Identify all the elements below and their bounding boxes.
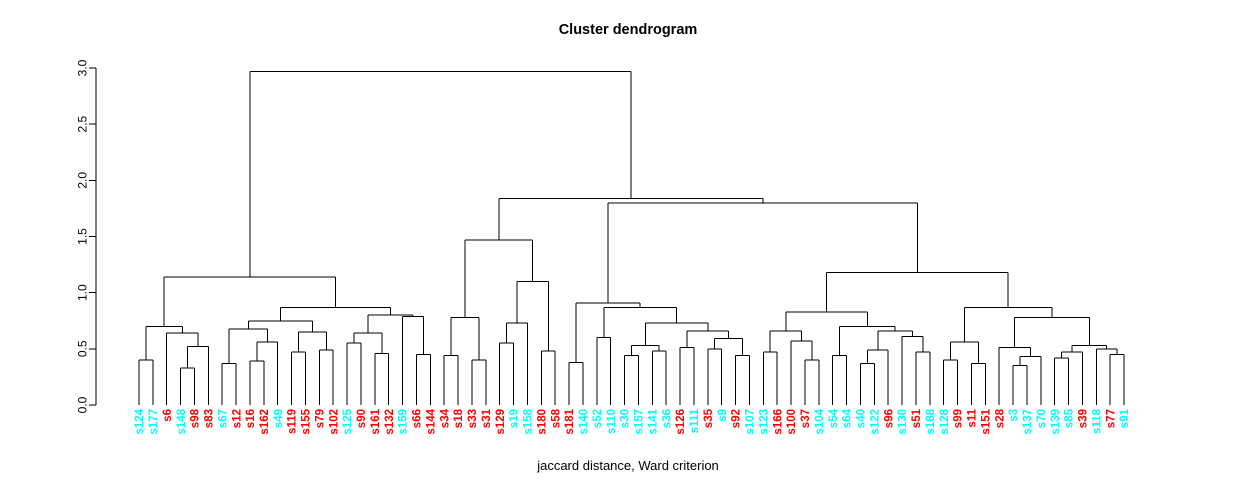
leaf-label: s177	[148, 409, 160, 435]
leaf-label: s122	[869, 409, 881, 435]
leaf-label: s104	[814, 408, 826, 434]
leaf-label: s3	[1008, 409, 1020, 422]
y-tick-label: 2.5	[75, 116, 89, 133]
leaf-label: s128	[939, 408, 951, 434]
leaf-label: s90	[356, 409, 368, 428]
leaf-label: s151	[980, 408, 992, 434]
leaf-label: s52	[592, 409, 604, 428]
chart-caption: jaccard distance, Ward criterion	[537, 458, 719, 473]
y-tick-label: 0.5	[75, 340, 89, 357]
leaf-label: s18	[453, 408, 465, 428]
y-tick-label: 0.0	[75, 396, 89, 413]
leaf-label: s49	[273, 409, 285, 428]
leaf-label: s162	[259, 409, 271, 435]
leaf-label: s77	[1105, 409, 1117, 428]
dendrogram-tree	[138, 70, 1125, 405]
leaf-label: s92	[731, 409, 743, 428]
leaf-label: s137	[1022, 409, 1034, 435]
leaf-label: s12	[231, 409, 243, 428]
leaf-label: s118	[1091, 408, 1103, 434]
y-tick-label: 1.0	[75, 284, 89, 301]
leaf-label: s140	[578, 409, 590, 435]
leaf-label: s166	[772, 409, 784, 435]
leaf-label: s124	[134, 408, 146, 434]
leaf-label: s6	[162, 409, 174, 422]
leaf-label: s70	[1036, 409, 1048, 428]
leaf-label: s34	[439, 408, 451, 428]
leaf-label: s98	[190, 408, 202, 428]
leaf-label: s181	[564, 408, 576, 434]
leaf-label: s33	[467, 409, 479, 428]
leaf-label: s19	[509, 409, 521, 428]
leaf-label: s188	[925, 408, 937, 434]
leaf-label: s157	[634, 409, 646, 435]
leaf-label: s30	[620, 409, 632, 428]
leaf-label: s67	[217, 409, 229, 428]
leaf-label: s28	[994, 408, 1006, 428]
leaf-label: s99	[953, 409, 965, 428]
leaf-label: s139	[1050, 409, 1062, 435]
leaf-label: s37	[800, 409, 812, 428]
leaf-label: s58	[550, 408, 562, 428]
leaf-label: s100	[786, 409, 798, 435]
leaf-label: s36	[661, 409, 673, 428]
leaf-label: s39	[1078, 409, 1090, 428]
leaf-label: s159	[398, 409, 410, 435]
leaf-label: s144	[425, 408, 437, 434]
leaf-label: s119	[287, 409, 299, 434]
leaf-label: s180	[536, 409, 548, 435]
leaf-label: s79	[314, 409, 326, 428]
leaf-label: s141	[647, 408, 659, 434]
chart-title: Cluster dendrogram	[558, 22, 698, 38]
leaf-label: s85	[1064, 408, 1076, 428]
leaf-label: s126	[675, 409, 687, 435]
leaf-label: s130	[897, 409, 909, 435]
leaf-label: s35	[703, 408, 715, 428]
leaf-label: s9	[717, 409, 729, 422]
leaf-label: s129	[495, 409, 507, 435]
leaf-label: s158	[523, 408, 535, 434]
y-tick-label: 2.0	[75, 172, 89, 189]
leaf-label: s16	[245, 409, 257, 428]
y-tick-label: 1.5	[75, 228, 89, 245]
leaf-label: s132	[384, 409, 396, 435]
leaf-label: s11	[967, 408, 979, 427]
leaf-label: s31	[481, 408, 493, 428]
leaf-label: s64	[842, 408, 854, 428]
leaf-label: s111	[689, 408, 701, 433]
leaf-label: s102	[328, 409, 340, 435]
leaf-label: s66	[412, 409, 424, 428]
leaf-label: s51	[911, 408, 923, 428]
leaf-label: s125	[342, 408, 354, 434]
leaf-label: s91	[1119, 408, 1131, 428]
leaf-label: s110	[606, 409, 618, 434]
leaf-label: s148	[176, 408, 188, 434]
leaf-label: s96	[883, 409, 895, 428]
leaf-label: s155	[301, 408, 313, 434]
y-tick-label: 3.0	[75, 59, 89, 76]
leaf-label: s161	[370, 408, 382, 434]
leaf-label: s83	[204, 409, 216, 428]
leaf-label: s40	[856, 409, 868, 428]
y-axis: 0.0 0.5 1.0 1.5 2.0 2.5 3.0	[75, 59, 97, 413]
leaf-label: s107	[745, 409, 757, 435]
leaf-label: s123	[758, 409, 770, 435]
leaf-label: s54	[828, 408, 840, 428]
